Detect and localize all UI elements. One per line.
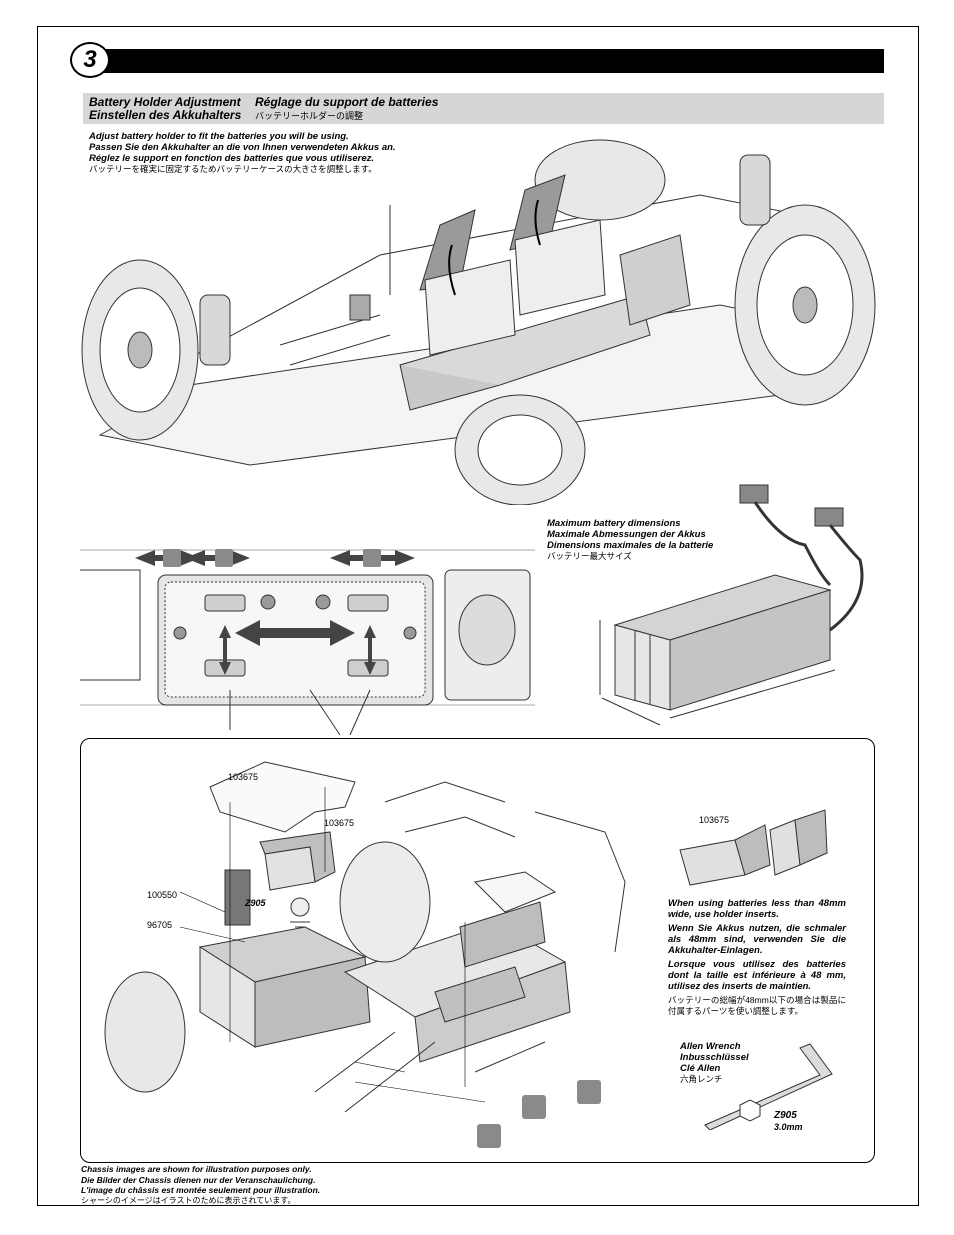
footer-fr: L'image du châssis est montée seulement … bbox=[81, 1185, 321, 1195]
part-label-insert-b: 103675 bbox=[324, 818, 355, 828]
footer-de: Die Bilder der Chassis dienen nur der Ve… bbox=[81, 1174, 316, 1185]
max-battery-block: Maximum battery dimensions Maximale Abme… bbox=[547, 518, 713, 562]
insert-installation-illustration bbox=[104, 761, 626, 1148]
title-de: Einstellen des Akkuhalters bbox=[89, 108, 242, 122]
insert-note-jp: バッテリーの総幅が48mm以下の場合は製品に付属するパーツを使い調整します。 bbox=[668, 995, 846, 1016]
page-frame bbox=[37, 26, 919, 1206]
buggy-chassis-illustration bbox=[81, 139, 876, 505]
tool-block: Allen Wrench Inbusschlüssel Clé Allen 六角… bbox=[680, 1041, 749, 1085]
part-label-detail-insert: 103675 bbox=[699, 815, 730, 825]
insert-note-en: When using batteries less than 48mm wide… bbox=[668, 898, 846, 920]
insert-note-de: Wenn Sie Akkus nutzen, die schmaler als … bbox=[668, 923, 846, 956]
step-header-bar bbox=[85, 49, 884, 73]
part-label-tool: Z905 bbox=[245, 898, 266, 908]
tool-en: Allen Wrench bbox=[680, 1041, 741, 1052]
insert-note-fr: Lorsque vous utilisez des batteries dont… bbox=[668, 959, 846, 992]
section-title-band bbox=[83, 93, 884, 124]
footer-jp: シャーシのイメージはイラストのために表示されています。 bbox=[81, 1195, 296, 1205]
instruction-jp: バッテリーを確実に固定するためバッテリーケースの大きさを調整します。 bbox=[89, 164, 377, 174]
holder-insert-illustration bbox=[679, 809, 828, 886]
tool-size: 3.0mm bbox=[774, 1122, 803, 1132]
part-label-screw-b: 96705 bbox=[147, 920, 173, 930]
tool-code: Z905 bbox=[774, 1110, 797, 1121]
instruction-en: Adjust battery holder to fit the batteri… bbox=[89, 131, 349, 142]
title-jp: バッテリーホルダーの調整 bbox=[255, 111, 364, 121]
max-battery-fr: Dimensions maximales de la batterie bbox=[547, 540, 714, 551]
part-label-insert-a: 103675 bbox=[228, 772, 259, 782]
tool-de: Inbusschlüssel bbox=[680, 1052, 749, 1063]
tool-fr: Clé Allen bbox=[680, 1063, 721, 1074]
battery-tray-top-view bbox=[80, 549, 535, 736]
max-battery-jp: バッテリー最大サイズ bbox=[547, 551, 632, 561]
part-label-screw-a: 100550 bbox=[147, 890, 178, 900]
max-battery-en: Maximum battery dimensions bbox=[547, 518, 681, 529]
instruction-de: Passen Sie den Akkuhalter an die von Ihn… bbox=[89, 142, 396, 153]
title-en: Battery Holder Adjustment bbox=[89, 95, 241, 109]
footer-disclaimer: Chassis images are shown for illustratio… bbox=[81, 1164, 320, 1206]
detail-panel bbox=[80, 738, 875, 1163]
max-battery-de: Maximale Abmessungen der Akkus bbox=[547, 529, 706, 540]
instruction-fr: Réglez le support en fonction des batter… bbox=[89, 153, 375, 164]
footer-en: Chassis images are shown for illustratio… bbox=[81, 1164, 312, 1174]
insert-note-block: When using batteries less than 48mm wide… bbox=[668, 898, 846, 1020]
step-number: 3 bbox=[70, 42, 110, 78]
title-fr: Réglage du support de batteries bbox=[255, 95, 439, 109]
tool-jp: 六角レンチ bbox=[680, 1074, 723, 1084]
instruction-block: Adjust battery holder to fit the batteri… bbox=[89, 131, 396, 175]
allen-wrench-icon bbox=[704, 1043, 833, 1130]
battery-pack-illustration bbox=[599, 484, 864, 726]
